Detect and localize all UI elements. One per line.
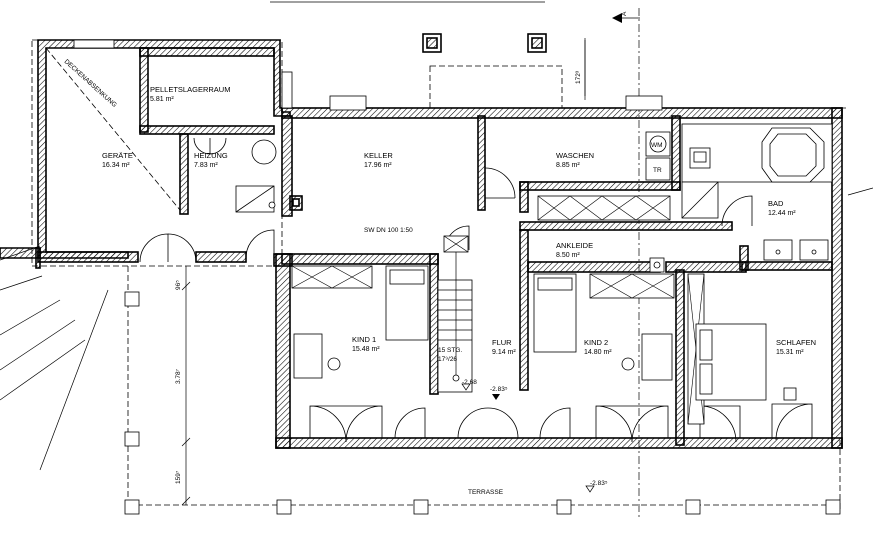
windows-north <box>73 39 663 111</box>
geraete-area: 16.34 m² <box>102 162 130 169</box>
kind2-name: KIND 2 <box>584 338 608 347</box>
kind1-name: KIND 1 <box>352 335 376 344</box>
heizung-name: HEIZUNG <box>194 151 228 160</box>
schlafen-area: 15.31 m² <box>776 349 804 356</box>
level-markers <box>461 383 595 493</box>
flur-name: FLUR <box>492 338 512 347</box>
pelletslager-area: 5.81 m² <box>150 96 174 103</box>
dryer <box>645 157 671 181</box>
dim-3: 159⁷ <box>175 470 182 484</box>
kind2-area: 14.80 m² <box>584 349 612 356</box>
keller-area: 17.96 m² <box>364 162 392 169</box>
tr-label: TR <box>653 167 662 174</box>
dim-2: 3.78⁷ <box>175 368 182 384</box>
waschen-area: 8.85 m² <box>556 162 580 169</box>
context-lines <box>0 1 873 471</box>
stairs-dims: 17⁹/26 <box>438 356 457 363</box>
dim-top: 172³ <box>575 70 582 84</box>
flur-area: 9.14 m² <box>492 349 516 356</box>
ankleide-name: ANKLEIDE <box>556 241 593 250</box>
geraete-name: GERÄTE <box>102 151 133 160</box>
columns <box>124 33 841 515</box>
desk-kind1 <box>293 333 323 379</box>
desk-kind2 <box>641 333 673 381</box>
level-flur2: -2.83⁵ <box>490 386 508 393</box>
dim-1: 96⁵ <box>175 280 182 290</box>
kind1-area: 15.48 m² <box>352 346 380 353</box>
section-label: A <box>621 11 628 16</box>
level-terrasse: -2.83⁵ <box>590 480 608 487</box>
stairs-count: 15 STG. <box>438 347 462 354</box>
heizung-area: 7.83 m² <box>194 162 218 169</box>
bad-area: 12.44 m² <box>768 210 796 217</box>
ankleide-area: 8.50 m² <box>556 252 580 259</box>
pelletslager-name: PELLETSLAGERRAUM <box>150 85 230 94</box>
annotations: SW DN 100 1:50 15 STG. 17⁹/26 TERRASSE -… <box>175 70 663 496</box>
sewer-label: SW DN 100 1:50 <box>364 227 413 234</box>
doors <box>139 137 813 443</box>
terrasse-label: TERRASSE <box>468 489 504 496</box>
room-labels: PELLETSLAGERRAUM 5.81 m² GERÄTE 16.34 m²… <box>102 85 816 356</box>
keller-name: KELLER <box>364 151 393 160</box>
section-marker: A <box>612 11 640 23</box>
wm-label: WM <box>651 142 663 149</box>
schlafen-name: SCHLAFEN <box>776 338 816 347</box>
level-flur: -2.68 <box>462 379 477 386</box>
deckenabsenkung-label: DECKENABSENKUNG <box>63 58 118 109</box>
fixtures <box>235 123 833 425</box>
stairs <box>437 235 473 393</box>
bad-name: BAD <box>768 199 784 208</box>
walls <box>0 39 843 449</box>
dimensions <box>181 40 586 506</box>
waschen-name: WASCHEN <box>556 151 594 160</box>
